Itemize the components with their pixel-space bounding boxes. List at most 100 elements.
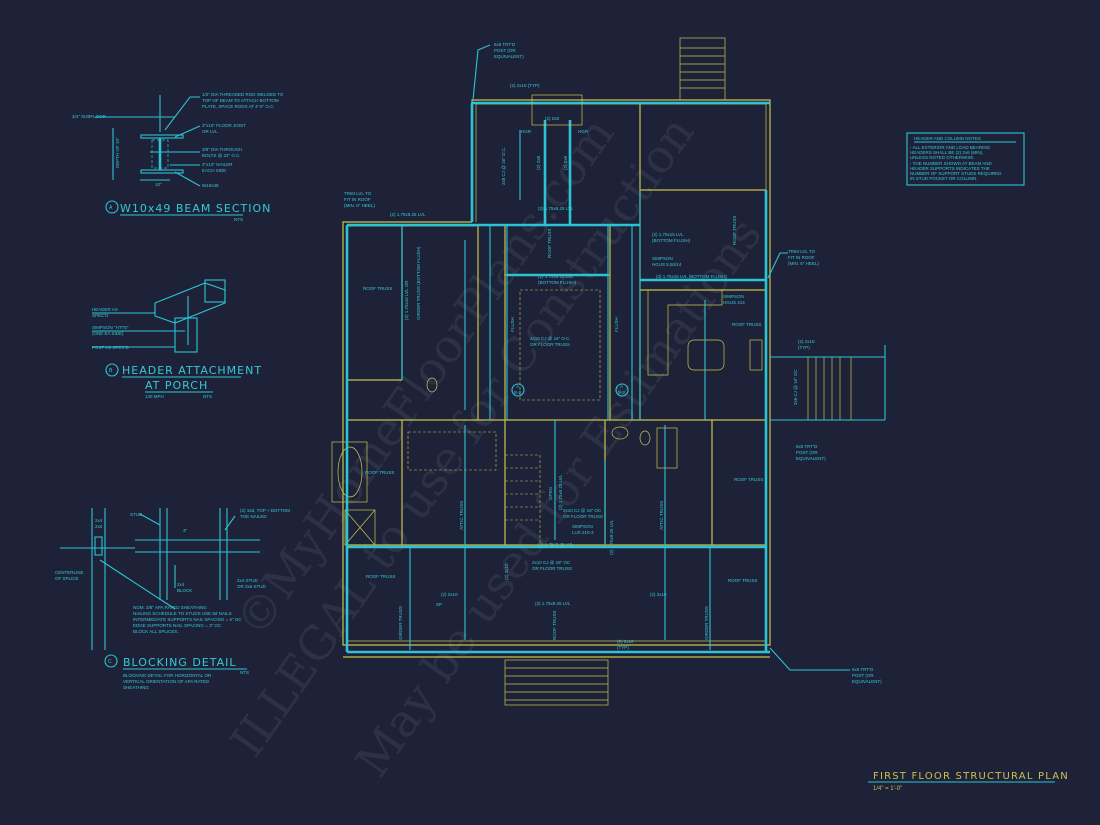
- note-line: HEADERS SHALL BE (2) 2x6 (MIN),: [910, 150, 983, 155]
- detail-description: BLOCKING DETAIL FOR HORIZONTAL OR: [123, 673, 212, 678]
- sheet-title-block: FIRST FLOOR STRUCTURAL PLAN 1/4" = 1'-0": [868, 771, 1069, 792]
- plan-label: (2) 2x10 (TYP): [510, 83, 540, 88]
- plan-label: GIRDER TRUSS: [398, 606, 403, 640]
- detail-c-blocking-detail: STUD (2) 16d, TOP + BOTTOM TOE NAILED 2x…: [55, 508, 290, 690]
- plan-label: HGR: [521, 129, 532, 134]
- plan-label: SIMPSON: [652, 256, 673, 261]
- note-line: - THE NUMBER SHOWN AT BEAM AND: [910, 161, 993, 166]
- section-marker-sheet: B-2: [618, 390, 626, 395]
- sheathing-note: NAILING SCHEDULE TO STUDS USE 8d NAILS: [133, 611, 232, 616]
- callout-text: HEADER AS: [92, 307, 118, 312]
- callout-text: 3/8" DIA THROUGH: [202, 147, 242, 152]
- callout-text: (ONE EA SIDE): [92, 331, 124, 336]
- plan-label: OR FLOOR TRUSS: [530, 342, 570, 347]
- callout-text: BOLTS @ 32" O.C.: [202, 153, 241, 158]
- plan-label: 2x8 CJ @ 16" O.C.: [501, 147, 506, 185]
- callout-text: SPEC'D: [92, 313, 109, 318]
- sheathing-note: BLOCK ALL SPLICES.: [133, 629, 179, 634]
- plan-label: EQUIVALENT): [494, 54, 524, 59]
- callout-text: 3/4" SUBFLOOR: [72, 114, 107, 119]
- section-marker-sheet: B-2: [514, 390, 522, 395]
- detail-description: VERTICAL ORIENTATION OF APA RATED: [123, 679, 210, 684]
- detail-marker: A: [109, 205, 113, 211]
- plan-label: LUS 210-3: [572, 530, 594, 535]
- plan-label: 2x10 CJ @ 16" OC: [563, 508, 602, 513]
- detail-marker-circle: [105, 363, 119, 377]
- interior-stair: [504, 454, 541, 546]
- callout-text: W10x49: [202, 183, 219, 188]
- nts-label: NTS: [203, 394, 212, 399]
- plan-label: 2x10 CJ @ 16" O.C.: [530, 336, 571, 341]
- plan-label: (3) 1.75x16 LVL (BOTTOM FLUSH): [656, 274, 727, 279]
- callout-text: 2"x10" NAILER: [202, 162, 233, 167]
- plan-label: (2) 1.75x9.25 LVL: [538, 274, 574, 279]
- plan-label: ROOF TRUSS: [552, 611, 557, 640]
- plan-label: GIRDER TRUSS: [704, 606, 709, 640]
- plan-label: ATTIC TRUSS: [459, 501, 464, 530]
- front-steps: [343, 656, 770, 706]
- callout-text: 2x6: [95, 524, 103, 529]
- callout-text: 1/2" DIA THREADED ROD WELDED TO: [202, 92, 284, 97]
- callout-text: 3": [183, 528, 188, 533]
- plan-label: ROOF TRUSS: [732, 216, 737, 245]
- plan-label: HGUS 414: [723, 300, 745, 305]
- plan-label: (2) 1.75x9.25 LVL: [538, 206, 574, 211]
- plan-label: TRIM LVL TO: [344, 191, 372, 196]
- plan-label: POST (OR: [796, 450, 818, 455]
- plan-label: (2) 1.75x16 LVL: [652, 232, 684, 237]
- detail-b-title: HEADER ATTACHMENT: [122, 364, 262, 377]
- detail-a-beam-section: 1/2" DIA THREADED ROD WELDED TO TOP OF B…: [72, 92, 284, 222]
- plan-label: (TYP): [617, 645, 629, 650]
- plan-label: SIMPSON: [723, 294, 744, 299]
- plan-label: OR FLOOR TRUSS: [563, 514, 603, 519]
- callout-text: 2x4: [177, 582, 185, 587]
- plan-label: (BOTTOM FLUSH): [652, 238, 691, 243]
- callout-text: STUD: [130, 512, 143, 517]
- header-column-notes: HEADER AND COLUMN NOTES - ALL EXTERIOR A…: [906, 132, 1025, 186]
- callout-text: POST AS SPEC'D: [92, 345, 130, 350]
- plan-label: 2x6 CJ @ 16" OC: [793, 369, 798, 405]
- floor-plan: [331, 37, 886, 706]
- detail-marker: C: [108, 659, 112, 665]
- detail-a-title: W10x49 BEAM SECTION: [120, 202, 271, 215]
- callout-text: DEPTH OF 10": [115, 137, 120, 168]
- detail-b-title-2: AT PORCH: [145, 379, 208, 392]
- plan-label: (MIN. 6" HEEL): [788, 261, 819, 266]
- callout-text: OR LVL: [202, 129, 218, 134]
- plan-label: TRIM LVL TO: [788, 249, 816, 254]
- plan-label: HGR: [578, 129, 589, 134]
- plan-label: 2x10 CJ @ 16" OC: [532, 560, 571, 565]
- plan-label: ROOF TRUSS: [732, 322, 761, 327]
- plan-label: FLUSH: [510, 317, 515, 332]
- plan-label: (BOTTOM FLUSH): [538, 280, 577, 285]
- plan-label: FIT IN ROOF: [788, 255, 815, 260]
- sheathing-note: INTERMEDIATE SUPPORTS NAIL SPACING = 6" …: [133, 617, 242, 622]
- plan-label: (2) 2x8: [536, 155, 541, 170]
- plan-label: 6x6 TRT'D: [494, 42, 516, 47]
- note-line: IN STUD POCKET OR COLUMN.: [910, 176, 978, 181]
- callout-text: 2x4 STUD: [237, 578, 259, 583]
- plan-label: (2) 2x8: [563, 155, 568, 170]
- plan-label: ROOF TRUSS: [365, 470, 394, 475]
- detail-marker-circle: [105, 200, 119, 214]
- plan-label: ROOF TRUSS: [547, 229, 552, 258]
- sheet-scale: 1/4" = 1'-0": [873, 786, 902, 792]
- plan-label: OPEN: [548, 487, 553, 500]
- callout-text: TOE NAILED: [240, 514, 267, 519]
- callout-text: SIMPSON "HTT5": [92, 325, 129, 330]
- detail-marker: B: [109, 368, 113, 374]
- plan-label: (2) 2x10: [617, 639, 634, 644]
- plan-label: GIRDER TRUSS (BOTTOM FLUSH): [416, 246, 421, 320]
- side-steps: [770, 345, 886, 421]
- plan-label: ROOF TRUSS: [366, 574, 395, 579]
- plan-label: SIMPSON: [572, 524, 593, 529]
- callout-text: 2x4: [95, 518, 103, 523]
- nts-label: NTS: [234, 217, 243, 222]
- plan-label: 6x6 TRT'D: [796, 444, 818, 449]
- sheet-title: FIRST FLOOR STRUCTURAL PLAN: [873, 771, 1069, 782]
- callout-text: OR 2x6 STUD: [237, 584, 267, 589]
- plan-label: EQUIVALENT): [852, 679, 882, 684]
- plan-label: (2) 1.75x9.25 LVL: [535, 601, 571, 606]
